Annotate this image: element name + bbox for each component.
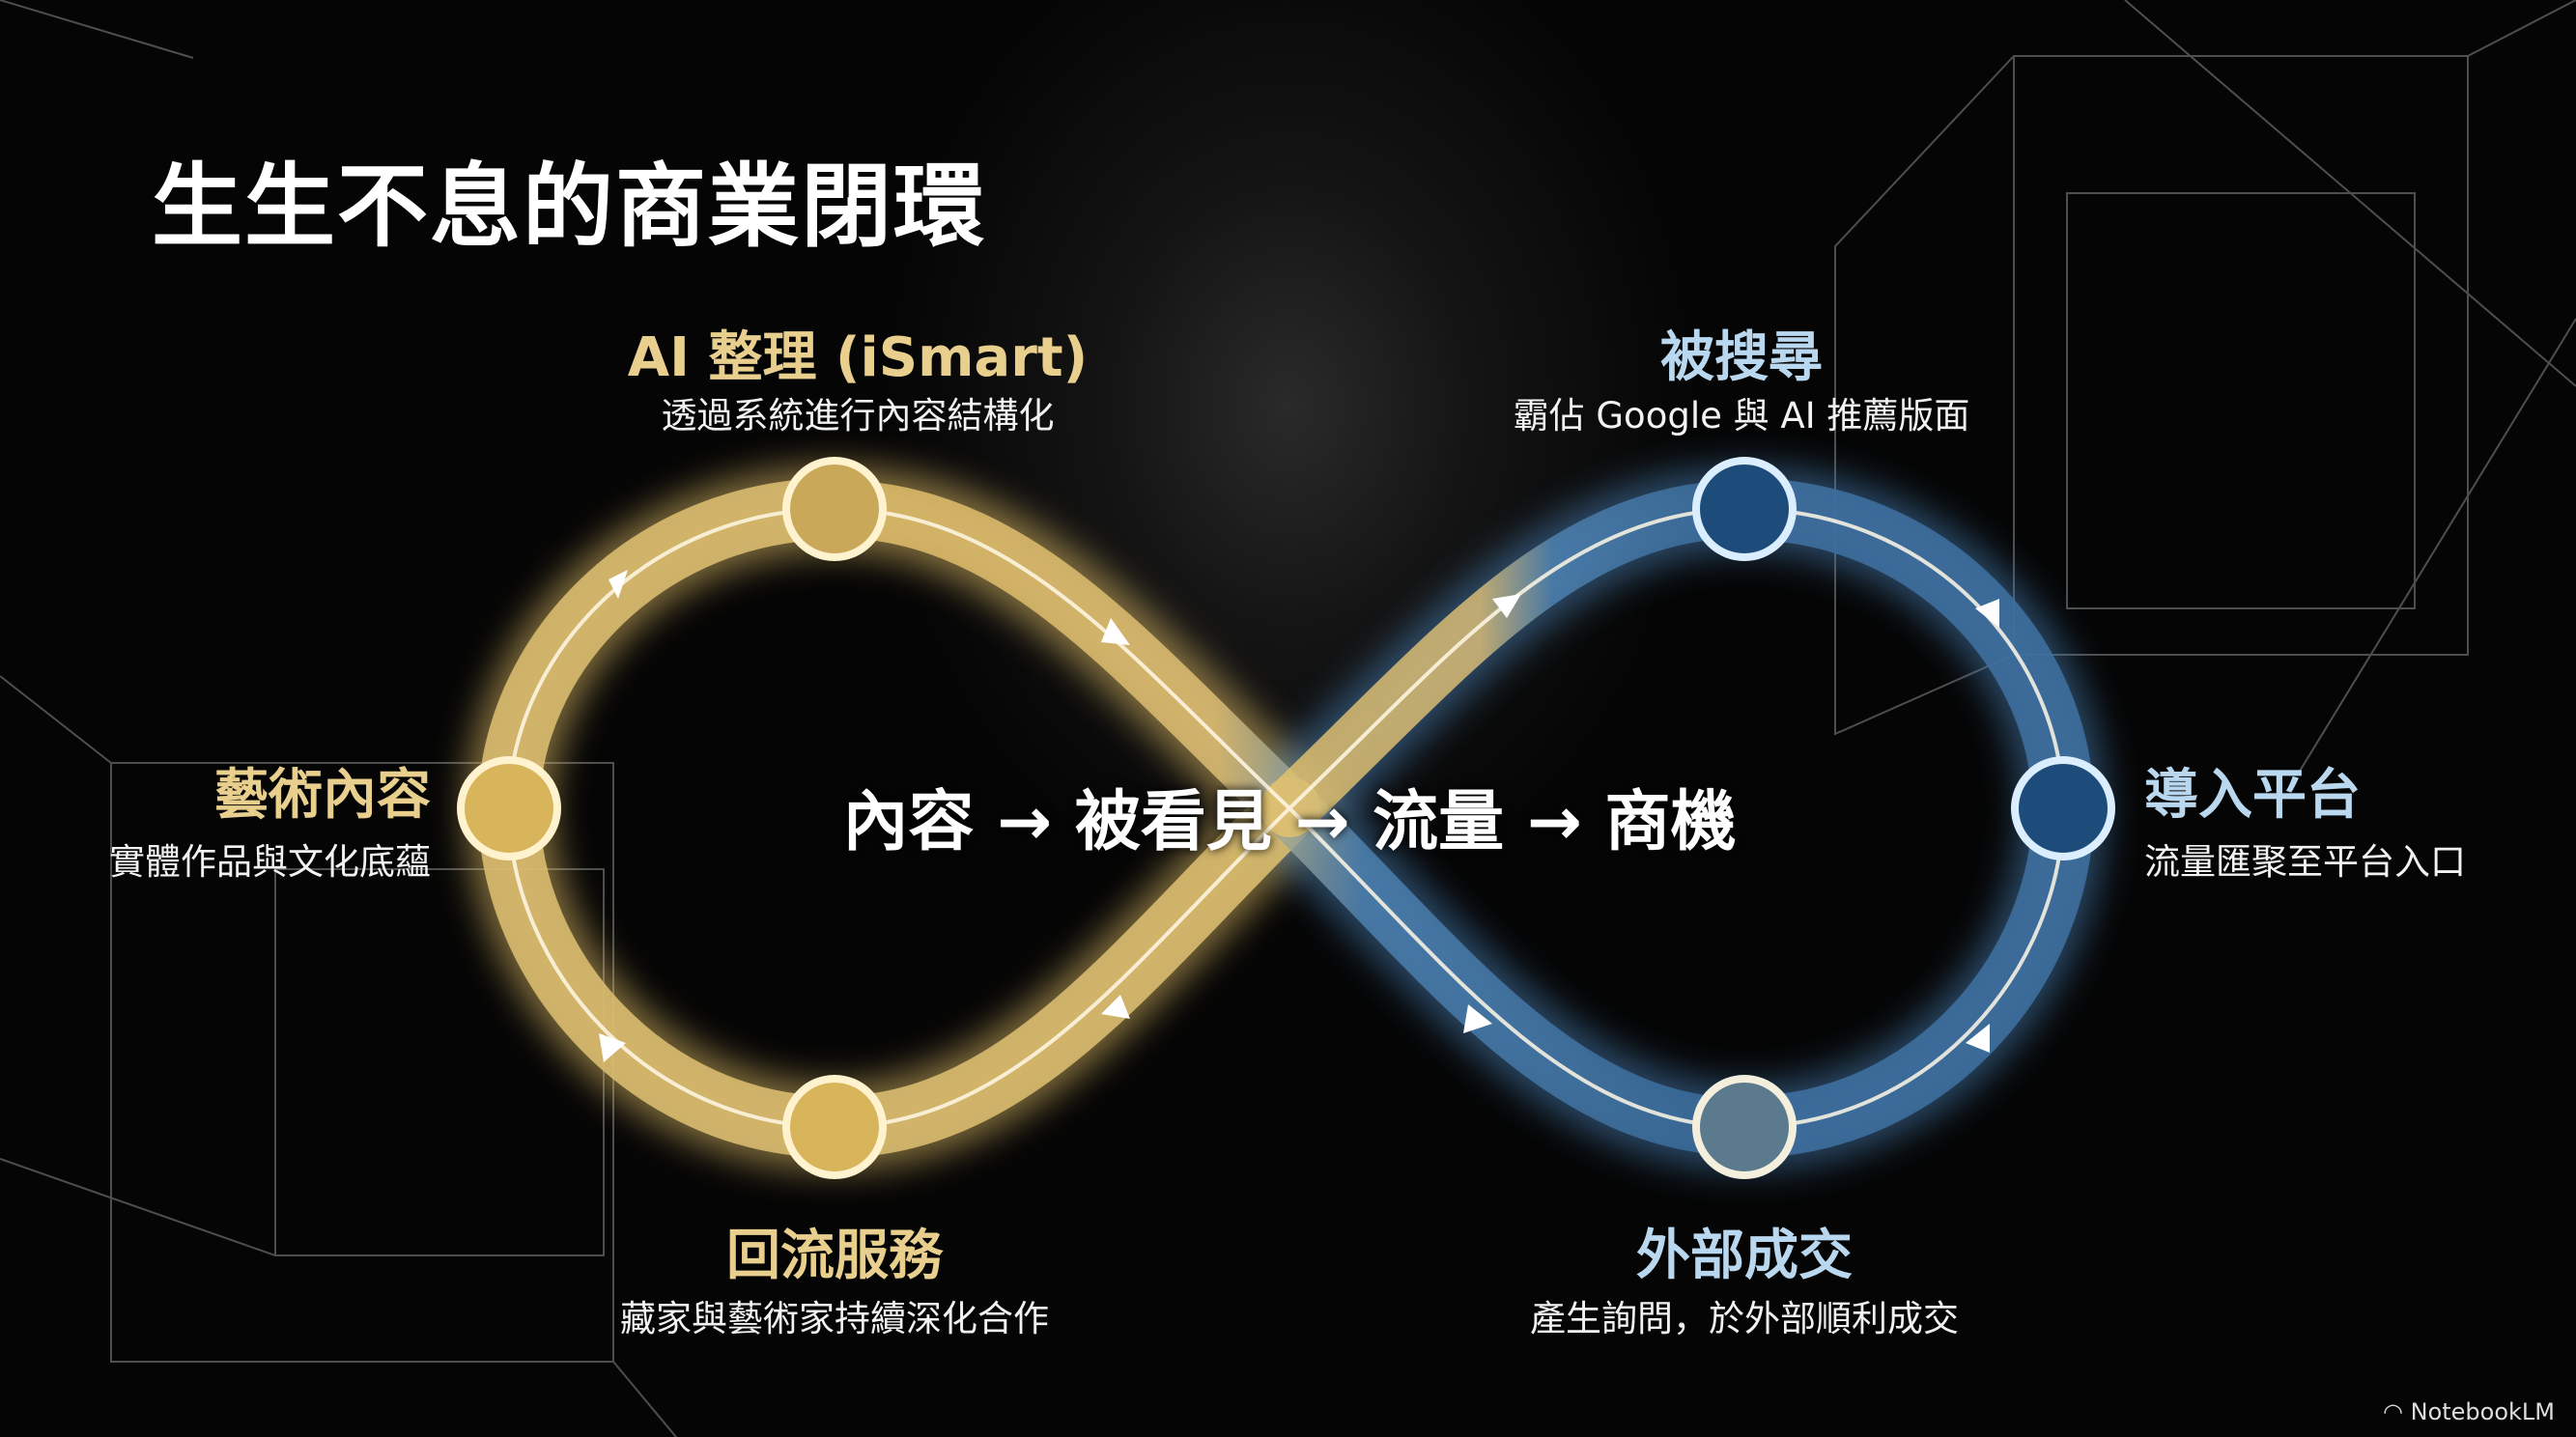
ai-label: AI 整理 (iSmart) <box>627 326 1089 389</box>
node-platform <box>2011 756 2115 860</box>
search-label: 被搜尋 <box>1660 326 1823 389</box>
platform-desc: 流量匯聚至平台入口 <box>2144 841 2466 883</box>
return-desc: 藏家與藝術家持續深化合作 <box>620 1298 1049 1339</box>
node-art <box>457 756 561 860</box>
art-label: 藝術內容 <box>214 764 431 827</box>
node-deal <box>1692 1075 1797 1179</box>
platform-label: 導入平台 <box>2144 764 2361 827</box>
page-title: 生生不息的商業閉環 <box>152 154 987 260</box>
center-flow-text: 內容 → 被看見 → 流量 → 商機 <box>842 784 1737 860</box>
return-label: 回流服務 <box>726 1225 943 1287</box>
deal-label: 外部成交 <box>1636 1225 1853 1287</box>
node-ai <box>782 457 887 561</box>
deal-desc: 產生詢問，於外部順利成交 <box>1530 1298 1959 1339</box>
brand-label: NotebookLM <box>2410 1398 2555 1425</box>
brand-watermark: ◠ NotebookLM <box>2383 1398 2555 1425</box>
ai-desc: 透過系統進行內容結構化 <box>661 395 1055 437</box>
art-desc: 實體作品與文化底蘊 <box>109 841 431 883</box>
notebooklm-logo-icon: ◠ <box>2383 1398 2411 1425</box>
flow-arrows <box>599 570 1999 1062</box>
node-return <box>782 1075 887 1179</box>
search-desc: 霸佔 Google 與 AI 推薦版面 <box>1513 395 1970 437</box>
node-search <box>1692 457 1797 561</box>
